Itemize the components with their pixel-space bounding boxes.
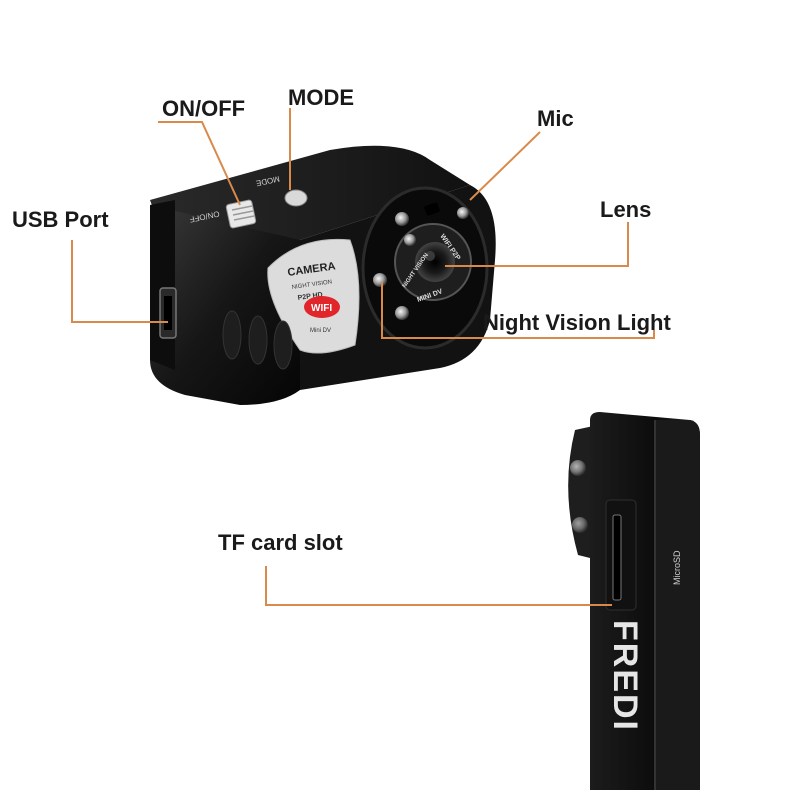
wifi-badge: [304, 296, 340, 318]
mode-button: [284, 189, 308, 207]
tf-card-slot: [612, 514, 622, 601]
badge-wifi: WIFI: [311, 303, 332, 314]
badge-mini-dv: Mini DV: [310, 328, 331, 334]
camera-side-view: MicroSD FREDI: [568, 412, 700, 790]
label-lens: Lens: [600, 197, 652, 222]
callout-lens: [445, 222, 629, 267]
badge-p2p: P2P HD: [297, 292, 323, 302]
ir-led: [395, 212, 409, 226]
callout-on-off: [158, 121, 241, 206]
ir-led: [457, 207, 469, 219]
camera-front-view: WIFI P2P NIGHT VISION MINI DV ON/OFF MOD…: [150, 145, 496, 405]
brand-print: FREDI: [606, 620, 644, 732]
badge-night-vision: NIGHT VISION: [291, 279, 332, 291]
label-mic: Mic: [537, 106, 574, 131]
mic-hole: [424, 202, 440, 216]
callout-lines: [71, 108, 655, 606]
callout-mic: [469, 131, 541, 201]
label-tf-card-slot: TF card slot: [218, 530, 343, 555]
label-night-vision-light: Night Vision Light: [483, 310, 671, 335]
label-mode: MODE: [288, 85, 354, 110]
callout-usb: [71, 240, 168, 323]
lens: [415, 242, 455, 282]
ir-led: [404, 234, 416, 246]
callout-night-vision: [381, 282, 655, 339]
callout-tf-card: [265, 566, 612, 606]
label-usb-port: USB Port: [12, 207, 109, 232]
ir-led: [395, 306, 409, 320]
microsd-print: MicroSD: [672, 550, 682, 585]
ir-led: [373, 273, 387, 287]
brand-badge: [267, 238, 360, 354]
label-on-off: ON/OFF: [162, 96, 246, 121]
